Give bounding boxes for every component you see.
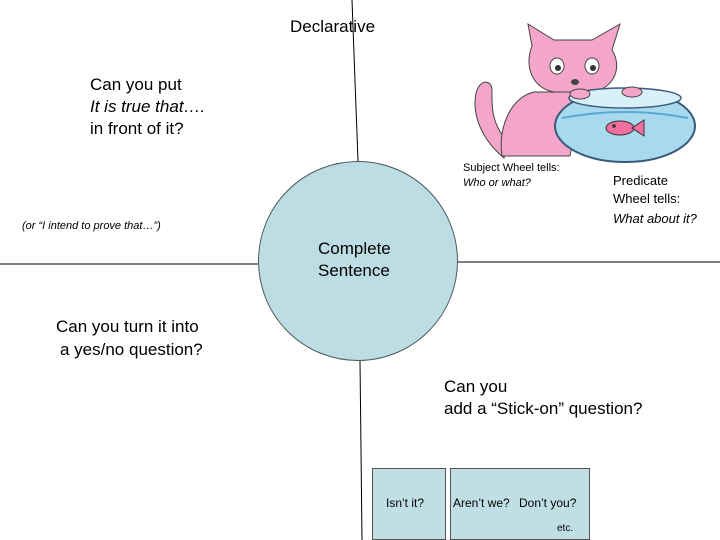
center-line1: Complete — [318, 238, 391, 260]
bottom-divider-line — [360, 361, 362, 540]
predicate-line3: What about it? — [613, 209, 697, 228]
tag-label-3: Don’t you? — [519, 496, 576, 510]
subject-line1: Subject Wheel tells: — [463, 160, 560, 176]
bottom-left-line2: a yes/no question? — [60, 339, 203, 361]
cat-fishbowl-image — [462, 18, 698, 166]
center-line2: Sentence — [318, 260, 390, 282]
aside-note: (or “I intend to prove that…”) — [22, 218, 161, 234]
predicate-line1: Predicate — [613, 171, 668, 190]
subject-line2: Who or what? — [463, 175, 531, 191]
bottom-left-line1: Can you turn it into — [56, 316, 199, 338]
title-declarative: Declarative — [290, 16, 375, 38]
tag-label-1: Isn’t it? — [386, 496, 424, 510]
bottom-right-line1: Can you — [444, 376, 507, 398]
bottom-right-line2: add a “Stick-on” question? — [444, 398, 642, 420]
top-left-line2: It is true that…. — [90, 96, 205, 118]
predicate-line2: Wheel tells: — [613, 189, 680, 208]
tag-label-2: Aren’t we? — [453, 496, 510, 510]
top-left-line3: in front of it? — [90, 118, 184, 140]
tag-box-2: Aren’t we? Don’t you? etc. — [450, 468, 590, 540]
tag-etc: etc. — [557, 523, 573, 534]
top-left-line1: Can you put — [90, 74, 182, 96]
tag-box-1: Isn’t it? — [372, 468, 446, 540]
